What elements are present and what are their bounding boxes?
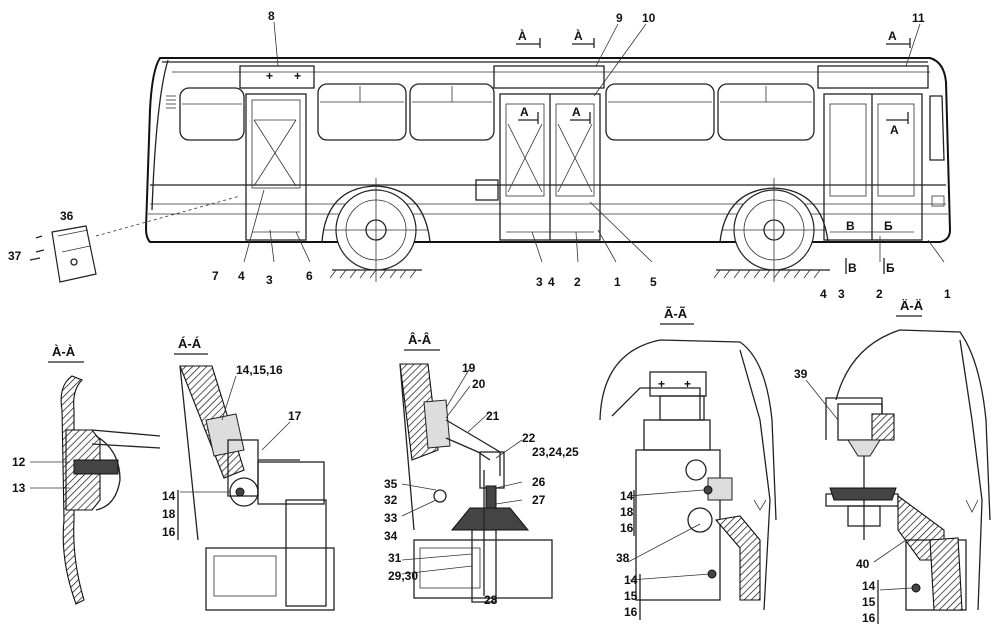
callout-16-s2: 16 — [162, 525, 176, 539]
ground-hatch-rear — [329, 269, 422, 279]
callout-14-s5: 14 — [862, 579, 876, 593]
callout-39: 39 — [794, 367, 808, 381]
svg-text:À: À — [574, 28, 583, 43]
callout-16-s4b: 16 — [624, 605, 638, 619]
callout-22: 22 — [522, 431, 536, 445]
callout-16-s5: 16 — [862, 611, 876, 625]
middle-door — [475, 65, 605, 241]
callout-10: 10 — [642, 11, 656, 25]
callout-13: 13 — [12, 481, 26, 495]
svg-text:A: A — [890, 123, 899, 137]
callout-37: 37 — [8, 249, 22, 263]
rear-wheel-arch — [321, 185, 431, 243]
bus-rear-end — [151, 59, 169, 211]
bus-leader-lines — [243, 21, 945, 263]
svg-text:+: + — [684, 377, 691, 391]
callout-4b: 4 — [548, 275, 555, 289]
section-title-3: Â-Â — [408, 332, 432, 347]
svg-text:Б: Б — [884, 219, 893, 233]
svg-text:A: A — [572, 105, 581, 119]
callout-11: 11 — [912, 11, 925, 25]
callout-3c: 3 — [838, 287, 845, 301]
section-title-1: À-À — [52, 344, 76, 359]
svg-text:+: + — [266, 69, 273, 83]
section-title-2: Á-Á — [178, 336, 202, 351]
callout-32: 32 — [384, 493, 398, 507]
ground-hatch-front — [713, 269, 830, 279]
callout-14-s2: 14 — [162, 489, 176, 503]
callout-27: 27 — [532, 493, 546, 507]
callout-21: 21 — [486, 409, 500, 423]
callout-16-s4a: 16 — [620, 521, 634, 535]
callout-3b: 3 — [536, 275, 543, 289]
section-markers: À À A A A A B Б B Б — [516, 28, 911, 275]
callout-18-s4: 18 — [620, 505, 634, 519]
callout-1a: 1 — [614, 275, 621, 289]
callout-12: 12 — [12, 455, 26, 469]
callout-17: 17 — [288, 409, 302, 423]
section-view-5: Ä-Ä 39 40 14 15 16 — [794, 298, 991, 625]
callout-26: 26 — [532, 475, 546, 489]
callout-4a: 4 — [238, 269, 245, 283]
callout-23-24-25: 23,24,25 — [532, 445, 579, 459]
callout-2a: 2 — [574, 275, 581, 289]
callout-14-s4a: 14 — [620, 489, 634, 503]
rear-door: + + — [239, 65, 315, 241]
detail-plate-36 — [29, 225, 97, 283]
callout-8: 8 — [268, 9, 275, 23]
callout-29-30: 29,30 — [388, 569, 418, 583]
svg-text:A: A — [888, 29, 897, 43]
callout-34: 34 — [384, 529, 398, 543]
rear-grille — [166, 95, 176, 109]
callout-20: 20 — [472, 377, 486, 391]
section-view-1: À-À 12 13 — [12, 344, 161, 605]
front-wheel — [722, 178, 826, 282]
section-view-2: Á-Á 14,15,16 17 14 18 16 — [162, 336, 335, 611]
section-view-4: Ã-Ã + + 14 18 16 38 14 15 16 — [599, 306, 777, 620]
section-title-4: Ã-Ã — [664, 306, 688, 321]
callout-28: 28 — [484, 593, 498, 607]
callout-14-15-16: 14,15,16 — [236, 363, 283, 377]
callout-1b: 1 — [944, 287, 951, 301]
section-view-3: Â-Â 19 20 21 22 23,24,25 26 27 35 32 33 … — [384, 332, 579, 607]
leader-36 — [95, 195, 241, 237]
callout-4c: 4 — [820, 287, 827, 301]
svg-text:+: + — [294, 69, 301, 83]
callout-14-s4b: 14 — [624, 573, 638, 587]
callout-9: 9 — [616, 11, 623, 25]
svg-text:B: B — [848, 261, 857, 275]
rear-wheel — [324, 178, 428, 282]
section-title-5: Ä-Ä — [900, 298, 924, 313]
callout-2b: 2 — [876, 287, 883, 301]
bus-body-outline — [144, 57, 952, 243]
callout-18-s2: 18 — [162, 507, 176, 521]
callout-38: 38 — [616, 551, 630, 565]
bus-side-view: + + — [8, 9, 952, 301]
svg-text:À: À — [518, 28, 527, 43]
callout-33: 33 — [384, 511, 398, 525]
callout-19: 19 — [462, 361, 476, 375]
callout-7: 7 — [212, 269, 219, 283]
callout-15-s4: 15 — [624, 589, 638, 603]
svg-text:Б: Б — [886, 261, 895, 275]
svg-text:+: + — [658, 377, 665, 391]
callout-6: 6 — [306, 269, 313, 283]
svg-text:A: A — [520, 105, 529, 119]
callout-5: 5 — [650, 275, 657, 289]
callout-3a: 3 — [266, 273, 273, 287]
callout-15-s5: 15 — [862, 595, 876, 609]
svg-text:B: B — [846, 219, 855, 233]
callout-36: 36 — [60, 209, 74, 223]
callout-40: 40 — [856, 557, 870, 571]
callout-35: 35 — [384, 477, 398, 491]
front-door — [817, 65, 945, 241]
callout-31: 31 — [388, 551, 402, 565]
bus-windows — [179, 83, 945, 161]
